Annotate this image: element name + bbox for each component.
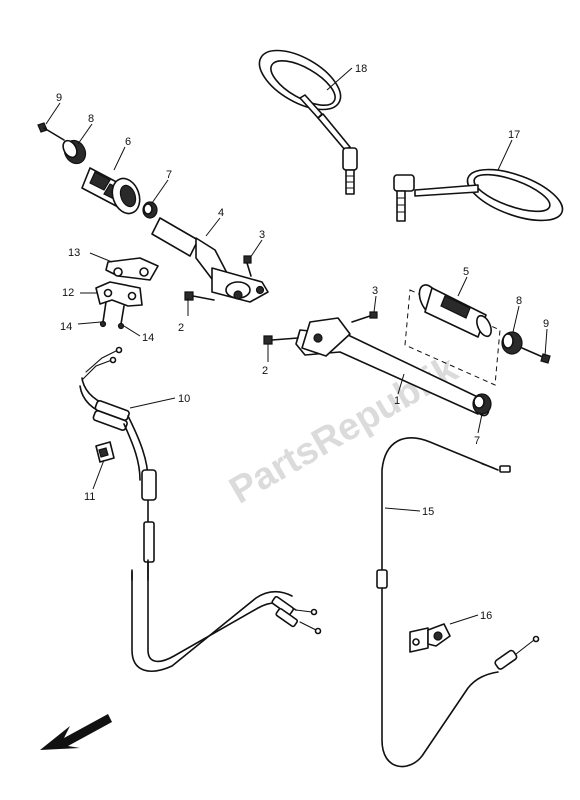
- callout-9-right: 9: [543, 318, 549, 330]
- part-13-holder-upper[interactable]: [105, 257, 159, 281]
- callout-7-right: 7: [474, 435, 480, 447]
- part-8-grip-end-left[interactable]: [60, 137, 89, 168]
- leader-lines: [45, 67, 548, 625]
- callout-15: 15: [422, 506, 434, 518]
- callout-3-right: 3: [372, 285, 378, 297]
- part-14-screw-right[interactable]: [117, 305, 125, 330]
- callout-13: 13: [68, 247, 80, 259]
- part-18-left-mirror[interactable]: [250, 38, 358, 195]
- callout-7-left: 7: [166, 169, 172, 181]
- callout-11: 11: [84, 491, 95, 503]
- watermark: PartsRepublik: [223, 348, 466, 513]
- part-16-cable-holder[interactable]: [409, 623, 451, 653]
- arrow-down-left-icon: [40, 714, 112, 750]
- part-5-grip-right[interactable]: [415, 282, 494, 339]
- part-3-bolt-right[interactable]: [351, 311, 378, 323]
- callout-2-left: 2: [178, 322, 184, 334]
- callout-8-right: 8: [516, 295, 522, 307]
- callout-8-left: 8: [88, 113, 94, 125]
- callout-5: 5: [463, 266, 469, 278]
- part-17-right-mirror[interactable]: [393, 159, 569, 231]
- callout-14-right: 14: [142, 332, 154, 344]
- callout-10: 10: [178, 393, 190, 405]
- part-2-bolt-right[interactable]: [263, 335, 299, 345]
- part-11-cable-clamp[interactable]: [95, 441, 115, 463]
- callouts: 18 17 9 8 6 7 4 3 2 13 12 14 14 3 2 5 8 …: [56, 63, 549, 622]
- part-14-screw-left[interactable]: [99, 301, 107, 328]
- part-10-throttle-cable[interactable]: [79, 346, 322, 672]
- callout-3-left: 3: [259, 229, 265, 241]
- callout-16: 16: [480, 610, 492, 622]
- part-4-handlebar-left[interactable]: [151, 217, 269, 303]
- callout-14-left: 14: [60, 321, 72, 333]
- callout-9-left: 9: [56, 92, 62, 104]
- part-8-grip-end-right[interactable]: [501, 331, 523, 355]
- callout-6: 6: [125, 136, 131, 148]
- part-9-bolt-left[interactable]: [37, 122, 65, 141]
- callout-17: 17: [508, 129, 520, 141]
- callout-18: 18: [355, 63, 367, 75]
- part-15-clutch-cable[interactable]: [376, 437, 540, 768]
- callout-12: 12: [62, 287, 74, 299]
- part-9-bolt-right[interactable]: [521, 347, 551, 364]
- callout-1: 1: [394, 395, 400, 407]
- callout-4: 4: [218, 207, 224, 219]
- part-7-collar-right[interactable]: [472, 393, 492, 415]
- callout-2-right: 2: [262, 365, 268, 377]
- part-7-collar-left[interactable]: [142, 201, 158, 219]
- part-12-holder-lower[interactable]: [95, 281, 143, 307]
- part-3-bolt-upper-left[interactable]: [243, 255, 252, 277]
- part-6-grip-left[interactable]: [81, 167, 144, 217]
- part-2-bolt-lower-left[interactable]: [184, 291, 215, 301]
